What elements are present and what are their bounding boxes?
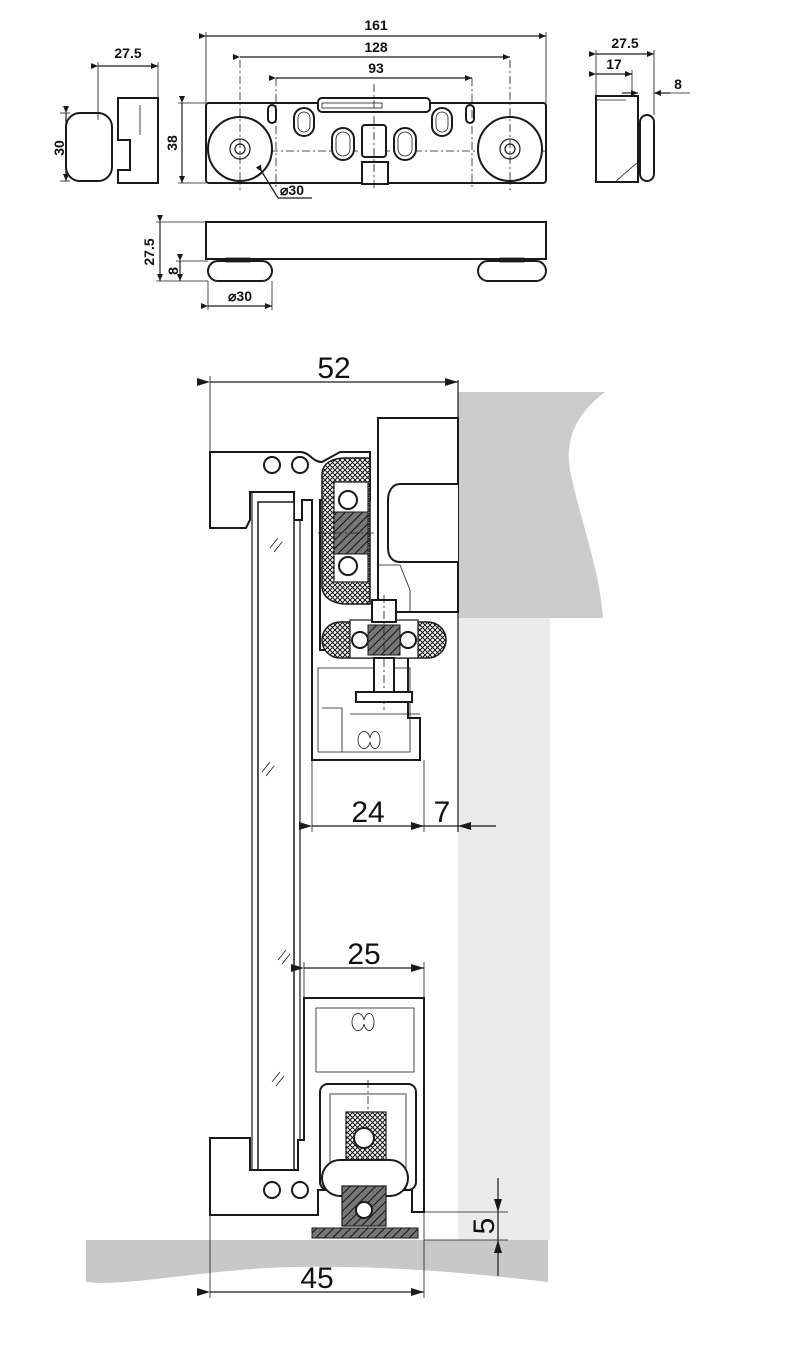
wall-face [458,600,550,1240]
side-wheel [639,114,655,182]
bottom-view: 27.5 8 ⌀30 [141,215,547,310]
dim-38: 38 [164,135,180,151]
side-bracket [595,95,639,183]
dim-dia-30-bottom: ⌀30 [228,288,252,304]
front-view: 161 128 93 38 ⌀30 [164,17,547,199]
wheel-outline [65,112,113,182]
bracket-outline [117,97,159,184]
floor [86,1240,548,1283]
wheel-right [477,116,543,182]
dim-93: 93 [368,60,384,76]
dim-17: 17 [606,56,622,72]
dim-27-5-bottom: 27.5 [141,238,157,265]
dim-128: 128 [364,39,388,55]
dim-5: 5 [468,1218,501,1235]
dim-45: 45 [300,1262,333,1295]
dim-27-5-left: 27.5 [114,45,141,61]
dim-dia-30-front: ⌀30 [280,182,304,198]
top-rail-profile [209,451,421,761]
dim-7: 7 [434,796,451,829]
glass-panel [257,501,295,1171]
dim-30-left: 30 [51,140,67,156]
bottom-body [205,221,547,260]
bottom-wheel-left [207,260,273,282]
section-view: 52 24 7 25 45 5 [86,352,605,1298]
dim-8-right: 8 [674,76,682,92]
dim-25: 25 [347,938,380,971]
dim-52: 52 [317,352,350,385]
dim-8-bottom: 8 [165,267,181,275]
wall [458,392,605,618]
floor-plate [311,1227,419,1239]
dim-27-5-right: 27.5 [611,35,638,51]
dim-161: 161 [364,17,388,33]
side-view-right: 27.5 17 8 [589,35,690,183]
bottom-wheel-right [477,260,547,282]
side-view-left: 27.5 30 [51,45,159,184]
dim-24: 24 [351,796,384,829]
